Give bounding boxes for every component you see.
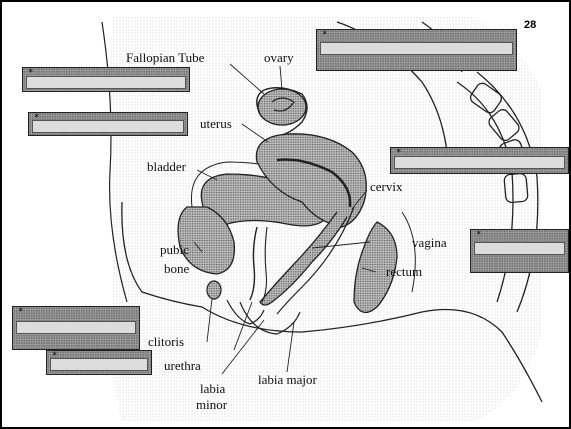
- label-pubic: pubic: [160, 242, 189, 257]
- label-labia-major: labia major: [258, 372, 318, 387]
- answer-field-left-lower[interactable]: [16, 321, 136, 334]
- label-vagina: vagina: [412, 235, 447, 250]
- box-marker: *: [322, 31, 327, 40]
- label-ovary: ovary: [264, 50, 294, 65]
- answer-field-bottom-left[interactable]: [50, 358, 148, 371]
- label-bladder: bladder: [147, 159, 187, 174]
- ovary: [258, 89, 306, 125]
- label-minor: minor: [196, 397, 228, 412]
- answer-field-right-upper[interactable]: [394, 156, 565, 169]
- answer-field-top-right[interactable]: [320, 42, 513, 55]
- answer-box-right-upper[interactable]: *: [390, 147, 569, 174]
- label-cervix: cervix: [370, 179, 403, 194]
- label-uterus: uterus: [200, 116, 232, 131]
- answer-box-left-middle[interactable]: *: [28, 112, 188, 136]
- box-marker: *: [476, 231, 481, 240]
- answer-box-top-right[interactable]: *: [316, 29, 517, 71]
- answer-box-left-lower[interactable]: *: [12, 306, 140, 350]
- answer-box-bottom-left[interactable]: *: [46, 350, 152, 375]
- answer-field-right-lower[interactable]: [474, 242, 565, 255]
- label-rectum: rectum: [386, 264, 422, 279]
- answer-field-left-upper[interactable]: [26, 76, 186, 89]
- label-bone: bone: [164, 261, 190, 276]
- label-urethra: urethra: [164, 358, 201, 373]
- label-labia: labia: [200, 381, 225, 396]
- slide-number: 28: [524, 19, 536, 31]
- answer-box-right-lower[interactable]: *: [470, 229, 569, 273]
- answer-box-left-upper[interactable]: *: [22, 67, 190, 92]
- answer-field-left-middle[interactable]: [32, 120, 184, 133]
- clitoris: [207, 281, 221, 299]
- box-marker: *: [18, 308, 23, 317]
- label-fallopian-tube: Fallopian Tube: [126, 50, 205, 65]
- label-clitoris: clitoris: [148, 334, 184, 349]
